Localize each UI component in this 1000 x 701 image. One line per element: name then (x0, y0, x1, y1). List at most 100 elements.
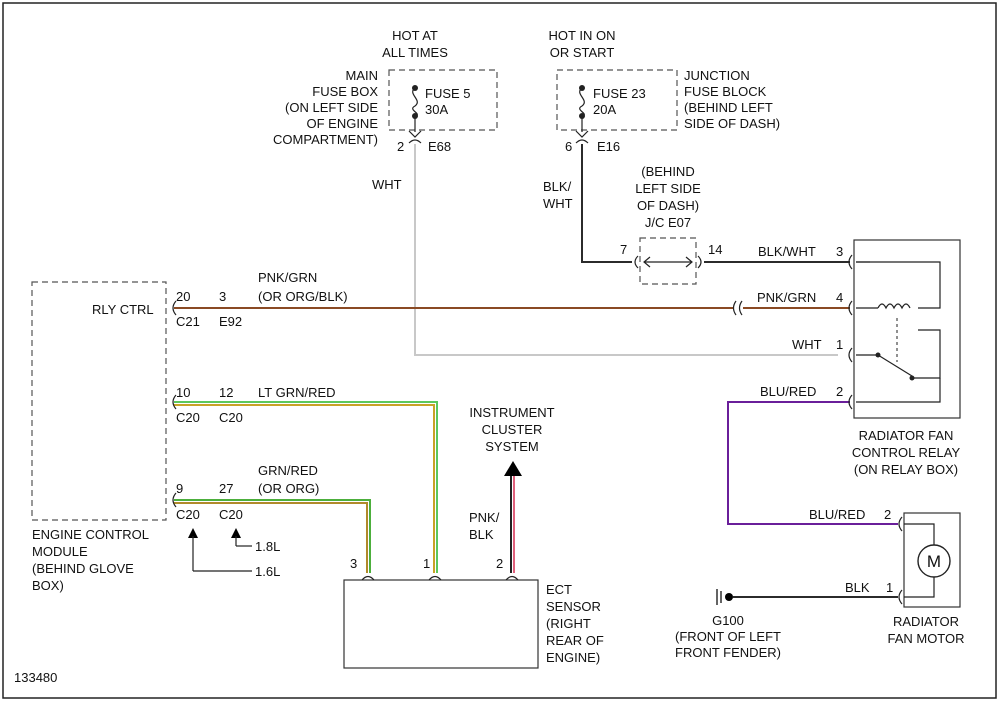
svg-text:ENGINE): ENGINE) (546, 650, 600, 665)
svg-text:HOT AT: HOT AT (392, 28, 438, 43)
svg-text:SIDE OF DASH): SIDE OF DASH) (684, 116, 780, 131)
relay-wire-blu-red-label: BLU/RED (760, 384, 816, 399)
svg-text:COMPARTMENT): COMPARTMENT) (273, 132, 378, 147)
ect-pin-1-connector (428, 575, 442, 581)
jc-pin-14-label: 14 (708, 242, 722, 257)
ecm-c20-label-b: C20 (219, 410, 243, 425)
grn-red-wire (174, 499, 371, 573)
ect-pin-2-connector (505, 575, 519, 581)
motor-wire-blk-label: BLK (845, 580, 870, 595)
svg-text:FUSE BOX: FUSE BOX (312, 84, 378, 99)
motor-m-letter: M (927, 552, 941, 571)
junction-connector-e07 (639, 237, 697, 285)
junction-connector-e07-label: (BEHIND LEFT SIDE OF DASH) J/C E07 (635, 164, 701, 230)
jc-connector-right (697, 255, 702, 269)
ecm-label: ENGINE CONTROL MODULE (BEHIND GLOVE BOX) (32, 527, 149, 593)
ecm-c20-label-d: C20 (219, 507, 243, 522)
ecm-pin-3-label: 3 (219, 289, 226, 304)
ecm-c21-label: C21 (176, 314, 200, 329)
svg-text:BLK: BLK (469, 527, 494, 542)
ground-g100-symbol (716, 589, 733, 605)
svg-text:(OR ORG/BLK): (OR ORG/BLK) (258, 289, 348, 304)
lt-grn-red-stripe (174, 404, 435, 573)
radiator-fan-motor (903, 512, 961, 608)
pnk-grn-wire-label: PNK/GRN (OR ORG/BLK) (258, 270, 348, 304)
svg-text:SENSOR: SENSOR (546, 599, 601, 614)
hot-in-on-label: HOT IN ON OR START (549, 28, 616, 60)
svg-text:MAIN: MAIN (346, 68, 379, 83)
relay-wire-wht-label: WHT (792, 337, 822, 352)
ground-g100-label: G100 (FRONT OF LEFT FRONT FENDER) (675, 613, 781, 660)
ect-pin-2-label: 2 (496, 556, 503, 571)
engine-variant-1-6l: 1.6L (255, 564, 280, 579)
pnk-blk-wire-label: PNK/ BLK (469, 510, 500, 542)
instrument-cluster-label: INSTRUMENT CLUSTER SYSTEM (469, 405, 554, 454)
svg-text:(ON LEFT SIDE: (ON LEFT SIDE (285, 100, 378, 115)
svg-text:30A: 30A (425, 102, 448, 117)
svg-text:(BEHIND LEFT: (BEHIND LEFT (684, 100, 773, 115)
svg-text:OR START: OR START (550, 45, 615, 60)
motor-pin-2-label: 2 (884, 507, 891, 522)
junction-fuse-block-outline (556, 69, 678, 131)
figure-number: 133480 (14, 670, 57, 685)
relay-internal-circuit (856, 261, 941, 403)
svg-text:OF DASH): OF DASH) (637, 198, 699, 213)
relay-pin-4-connector (848, 300, 853, 316)
jc-pin-7-label: 7 (620, 242, 627, 257)
lt-grn-red-wire (174, 401, 438, 573)
svg-text:CONTROL RELAY: CONTROL RELAY (852, 445, 961, 460)
ecm-pin-10-label: 10 (176, 385, 190, 400)
svg-text:(FRONT OF LEFT: (FRONT OF LEFT (675, 629, 781, 644)
relay-pin-2-connector (848, 394, 853, 410)
relay-wire-blk-wht-label: BLK/WHT (758, 244, 816, 259)
svg-text:FUSE 5: FUSE 5 (425, 86, 471, 101)
blk-wht-wire-upper (581, 144, 632, 263)
svg-text:(BEHIND GLOVE: (BEHIND GLOVE (32, 561, 134, 576)
fuse-23-label: FUSE 23 20A (593, 86, 646, 117)
motor-pin-2-connector (898, 516, 903, 532)
engine-control-module (31, 281, 167, 521)
jc-connector-left (634, 255, 639, 269)
radiator-fan-control-relay (853, 239, 961, 419)
connector-2-label: 2 (397, 139, 404, 154)
ecm-pin-20-label: 20 (176, 289, 190, 304)
ecm-pin-10-connector (172, 394, 177, 410)
wht-wire-label: WHT (372, 177, 402, 192)
main-fuse-box-outline (388, 69, 498, 131)
wht-wire (414, 144, 838, 356)
connector-e68-label: E68 (428, 139, 451, 154)
svg-text:PNK/: PNK/ (469, 510, 500, 525)
svg-text:HOT IN ON: HOT IN ON (549, 28, 616, 43)
ecm-pin-20-connector (172, 300, 177, 316)
svg-text:LEFT SIDE: LEFT SIDE (635, 181, 701, 196)
svg-text:BOX): BOX) (32, 578, 64, 593)
svg-text:REAR OF: REAR OF (546, 633, 604, 648)
relay-pin-4-label: 4 (836, 290, 843, 305)
connector-e16-label: E16 (597, 139, 620, 154)
engine-variant-1-8l: 1.8L (255, 539, 280, 554)
ect-pin-3-connector (361, 575, 375, 581)
svg-text:PNK/GRN: PNK/GRN (258, 270, 317, 285)
grn-red-stripe (174, 502, 368, 573)
ecm-rly-ctrl-label: RLY CTRL (92, 302, 154, 317)
relay-pin-1-label: 1 (836, 337, 843, 352)
ect-sensor-label: ECT SENSOR (RIGHT REAR OF ENGINE) (546, 582, 604, 665)
jc-internal-link (643, 256, 693, 268)
svg-text:CLUSTER: CLUSTER (482, 422, 543, 437)
relay-pin-3-label: 3 (836, 244, 843, 259)
main-fuse-box-label: MAIN FUSE BOX (ON LEFT SIDE OF ENGINE CO… (273, 68, 378, 147)
svg-text:20A: 20A (593, 102, 616, 117)
relay-label: RADIATOR FAN CONTROL RELAY (ON RELAY BOX… (852, 428, 961, 477)
svg-text:ALL TIMES: ALL TIMES (382, 45, 448, 60)
inline-connector-symbol (732, 300, 743, 316)
connector-e68-symbol (408, 139, 422, 144)
connector-e16-symbol (575, 139, 589, 144)
svg-text:FUSE BLOCK: FUSE BLOCK (684, 84, 767, 99)
ecm-pin-9-label: 9 (176, 481, 183, 496)
svg-text:ENGINE CONTROL: ENGINE CONTROL (32, 527, 149, 542)
fuse-23-symbol (575, 85, 589, 138)
blk-wht-wire-label: BLK/ WHT (543, 179, 573, 211)
svg-text:GRN/RED: GRN/RED (258, 463, 318, 478)
